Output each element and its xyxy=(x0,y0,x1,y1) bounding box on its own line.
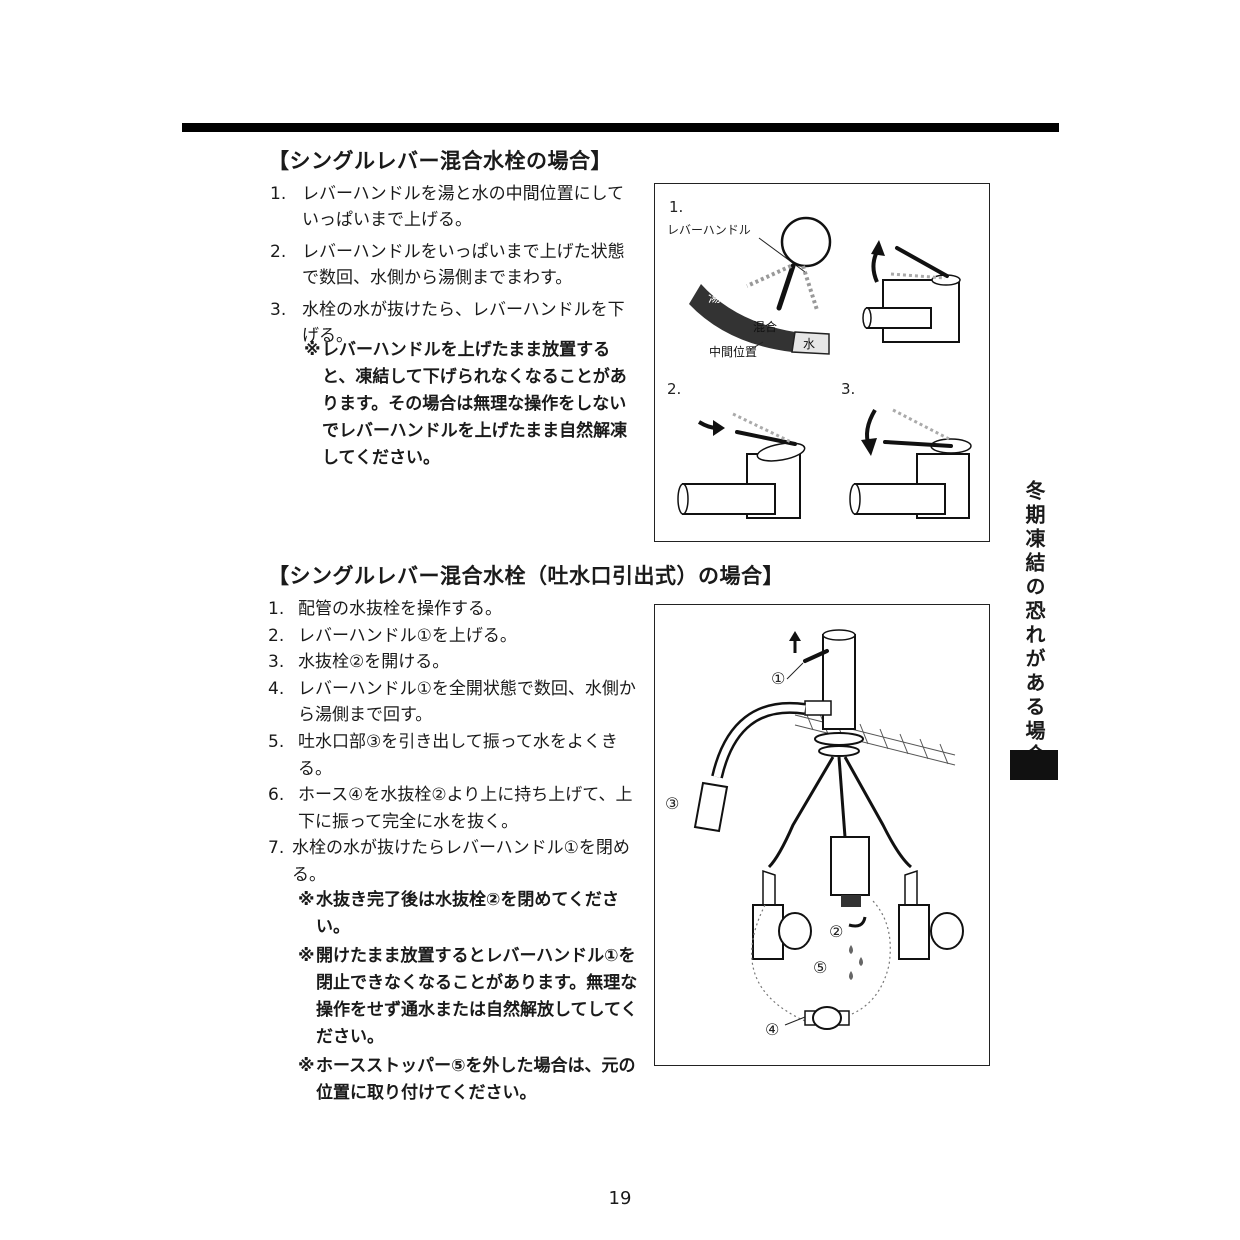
section1-note: ※レバーハンドルを上げたまま放置すると、凍結して下げられなくなることがあります。… xyxy=(304,340,628,468)
section1-steps: 1.レバーハンドルを湯と水の中間位置にしていっぱいまで上げる。 2.レバーハンド… xyxy=(270,181,635,355)
callout-3: ③ xyxy=(665,794,679,813)
section2-notes: ※水抜き完了後は水抜栓②を閉めてください。 ※開けたまま放置するとレバーハンドル… xyxy=(298,887,638,1109)
list-item: 3.水抜栓②を開ける。 xyxy=(268,652,450,673)
callout-4: ④ xyxy=(765,1020,779,1039)
list-item: 1.配管の水抜栓を操作する。 xyxy=(268,599,502,619)
label-cold: 水 xyxy=(803,337,815,351)
callout-5: ⑤ xyxy=(813,958,827,977)
fig-label-3: 3. xyxy=(841,380,855,398)
pullout-faucet-illustration: ① ③ ② ⑤ ④ xyxy=(665,629,964,1039)
label-lever-handle: レバーハンドル xyxy=(667,223,751,237)
top-rule xyxy=(182,123,1059,132)
label-hot: 湯 xyxy=(708,291,721,306)
lever-operation-illustration: 1. レバーハンドル 湯 混合 水 中間位置 2. 3. xyxy=(667,198,972,519)
section2-steps: 1.配管の水抜栓を操作する。 2.レバーハンドル①を上げる。 3.水抜栓②を開け… xyxy=(268,596,636,889)
list-item: 3.水栓の水が抜けたら、レバーハンドルを下げる。 xyxy=(270,300,625,346)
note-item: ※ホースストッパー⑤を外した場合は、元の位置に取り付けてください。 xyxy=(298,1056,636,1103)
callout-1: ① xyxy=(771,669,785,688)
callout-2: ② xyxy=(829,922,843,941)
side-tab: 冬期凍結の恐れがある場合 xyxy=(1010,480,1058,768)
page-number: 19 xyxy=(608,1188,632,1209)
list-item: 4.レバーハンドル①を全開状態で数回、水側から湯側まで回す。 xyxy=(268,678,636,726)
list-item: 1.レバーハンドルを湯と水の中間位置にしていっぱいまで上げる。 xyxy=(270,184,625,230)
list-item: 7.水栓の水が抜けたらレバーハンドル①を閉める。 xyxy=(268,838,630,885)
list-item: 2.レバーハンドルをいっぱいまで上げた状態で数回、水側から湯側までまわす。 xyxy=(270,242,625,288)
side-tab-label: 冬期凍結の恐れがある場合 xyxy=(1022,480,1046,768)
lever-operation-figure: 1. レバーハンドル 湯 混合 水 中間位置 2. 3. xyxy=(654,183,990,542)
section2-heading: 【シングルレバー混合水栓（吐水口引出式）の場合】 xyxy=(268,564,784,588)
label-middle-position: 中間位置 xyxy=(709,344,757,359)
pullout-faucet-figure: ① ③ ② ⑤ ④ xyxy=(654,604,990,1066)
note-item: ※水抜き完了後は水抜栓②を閉めてください。 xyxy=(298,890,619,937)
list-item: 5.吐水口部③を引き出して振って水をよくきる。 xyxy=(268,731,618,779)
list-item: 6.ホース④を水抜栓②より上に持ち上げて、上下に振って完全に水を抜く。 xyxy=(268,785,633,832)
label-mix: 混合 xyxy=(753,319,777,334)
note-item: ※開けたまま放置するとレバーハンドル①を閉止できなくなることがあります。無理な操… xyxy=(298,946,638,1047)
fig-label-2: 2. xyxy=(667,380,681,398)
list-item: 2.レバーハンドル①を上げる。 xyxy=(268,625,517,646)
fig-label-1: 1. xyxy=(669,198,683,216)
side-tab-marker xyxy=(1010,750,1058,780)
section1-heading: 【シングルレバー混合水栓の場合】 xyxy=(268,149,612,173)
